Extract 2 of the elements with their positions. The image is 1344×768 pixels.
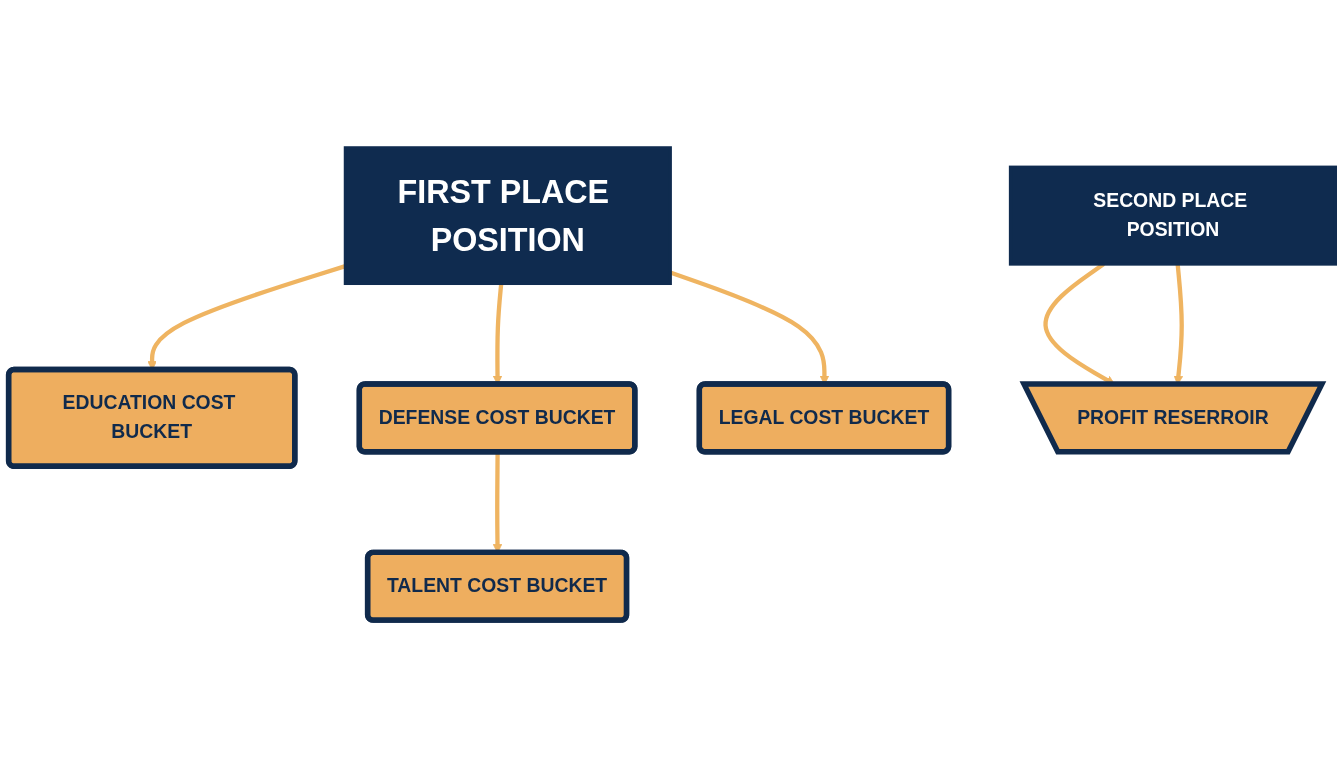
node-box: SECOND PLACE POSITION: [1008, 165, 1337, 266]
node-box: FIRST PLACE POSITION: [343, 146, 672, 286]
